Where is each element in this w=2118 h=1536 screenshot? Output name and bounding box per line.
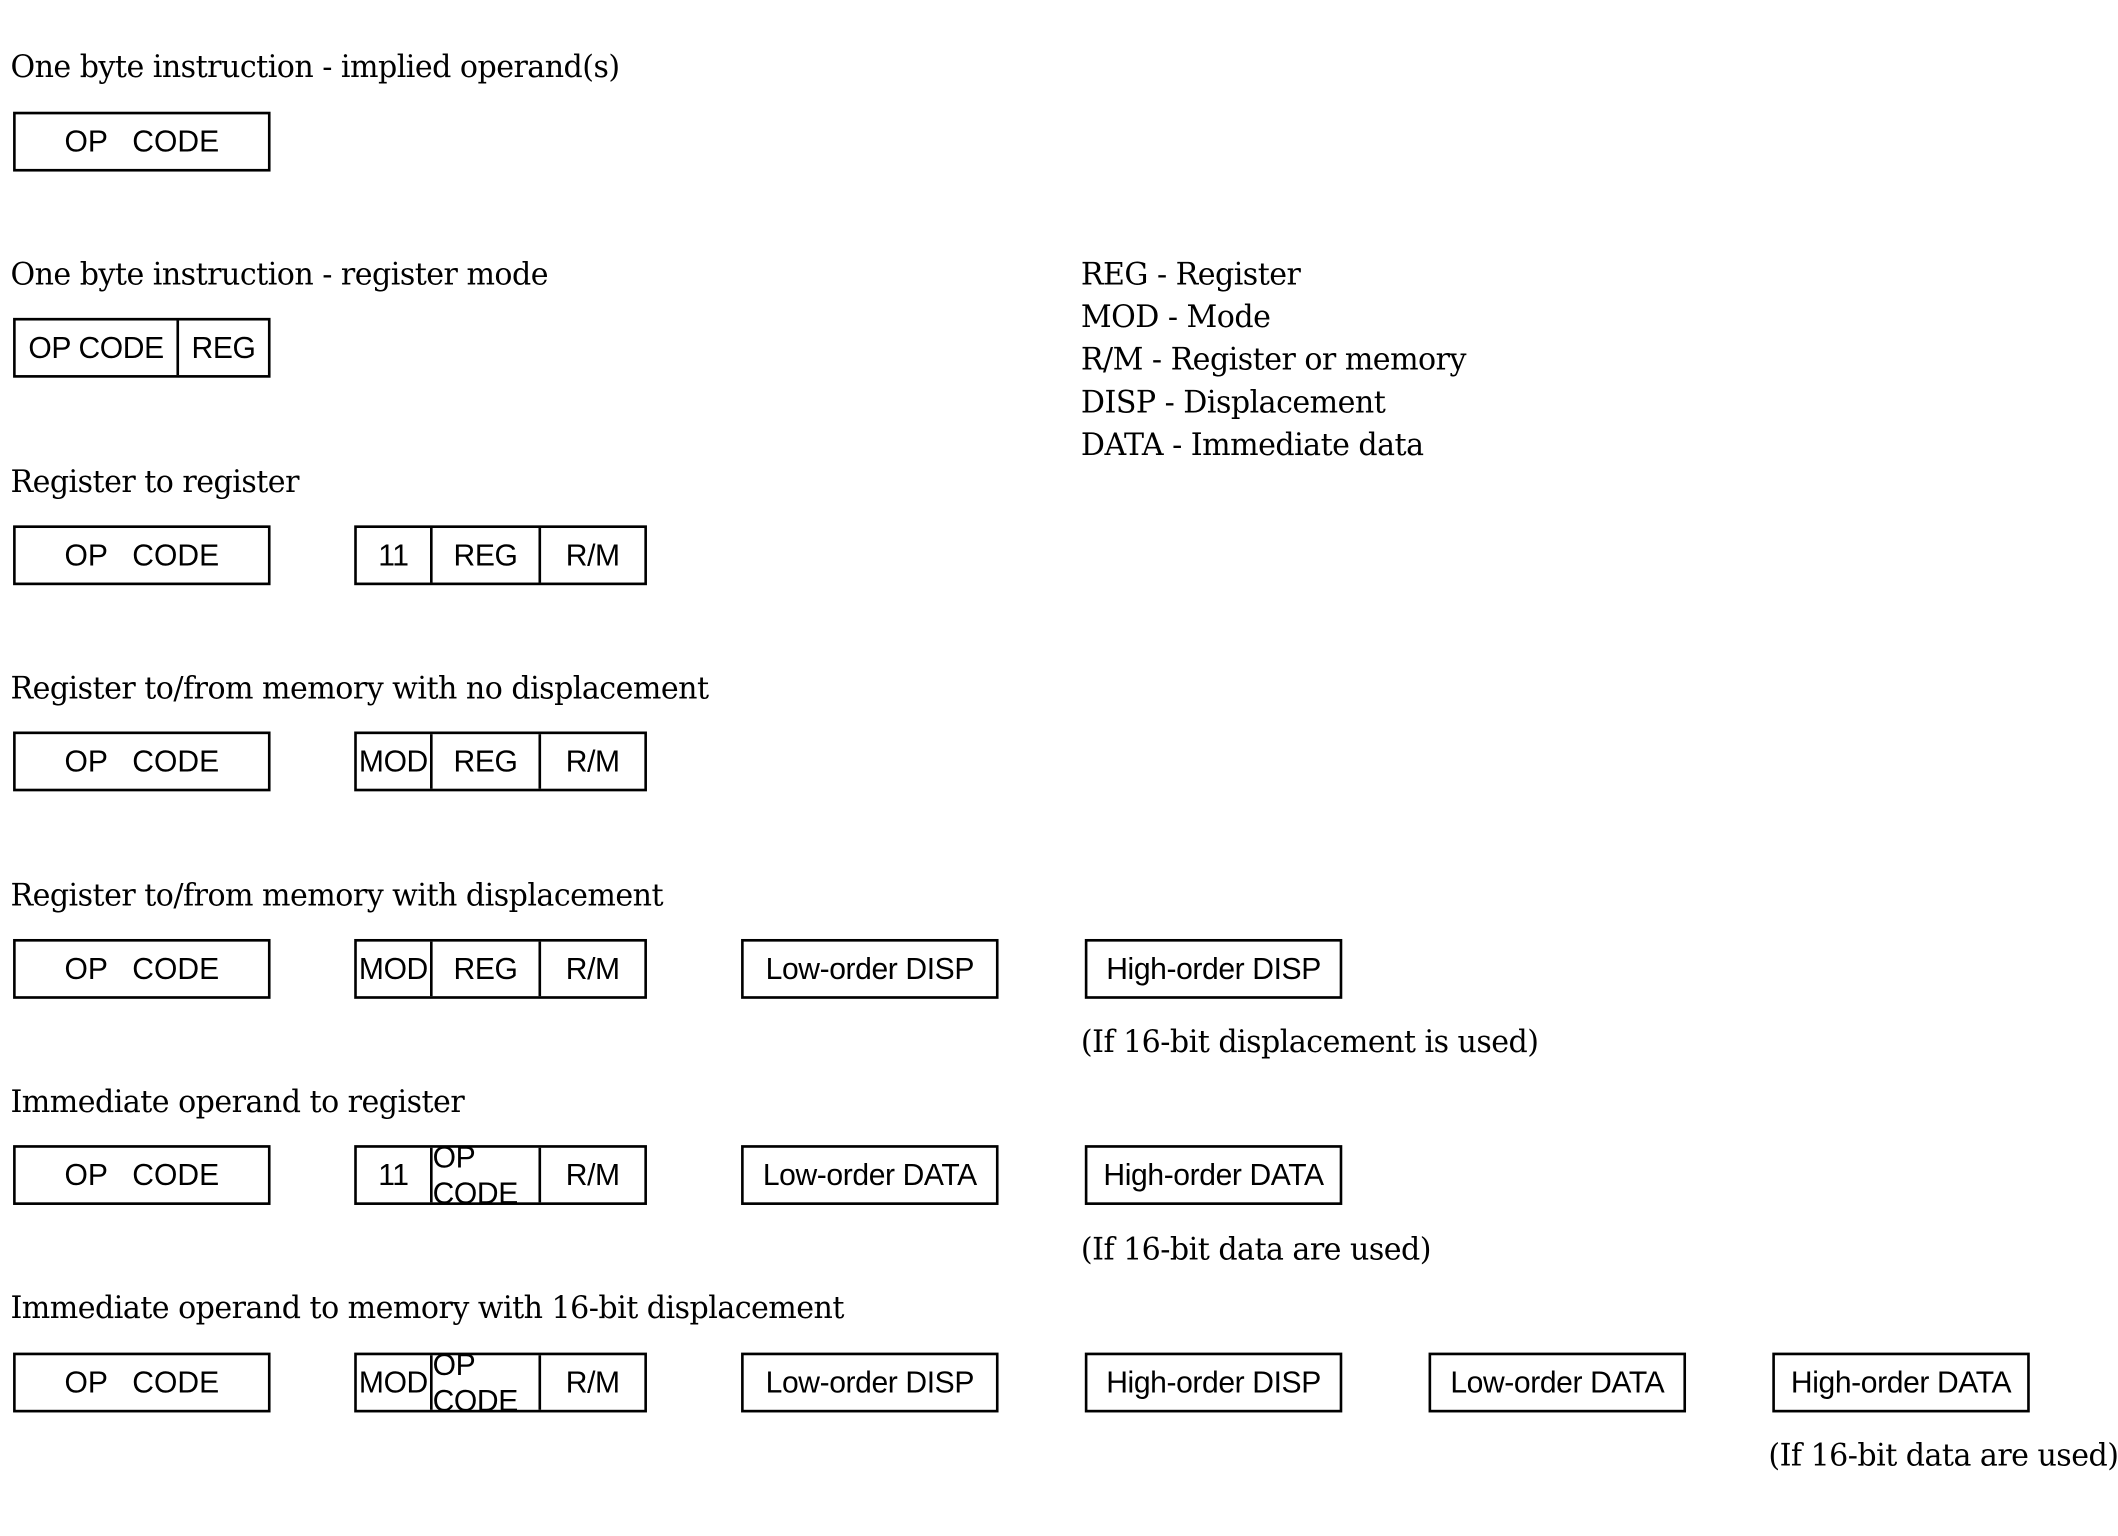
opcode-label-op: OP <box>64 123 108 159</box>
modrm-byte: 11 REG R/M <box>354 525 647 586</box>
opcode-label-op: OP <box>64 950 108 986</box>
opcode-label-code: CODE <box>132 537 220 572</box>
opcode-label-code: CODE <box>132 743 220 779</box>
opcode-label-code: CODE <box>132 123 220 159</box>
footnote: (If 16-bit data are used) <box>1080 1232 1432 1268</box>
opcode-byte: OP CODE <box>13 1145 271 1205</box>
opcode-label-op: OP <box>64 743 108 779</box>
section-title: Register to register <box>10 465 299 501</box>
mod-field: 11 <box>378 1157 409 1192</box>
modrm-byte: MOD OP CODE R/M <box>354 1347 647 1417</box>
opcode-byte: OP CODE <box>13 111 271 172</box>
section-title: Register to/from memory with displacemen… <box>10 879 664 914</box>
high-order-disp-byte: High-order DISP <box>1084 1352 1343 1413</box>
opcode-label-code: CODE <box>132 1364 220 1400</box>
mod-field: MOD <box>358 1364 428 1400</box>
section-title: Immediate operand to register <box>10 1085 465 1120</box>
opcode-byte: OP CODE <box>13 731 271 792</box>
opcode-label-op: OP <box>64 1157 108 1192</box>
opcode-field: OP CODE <box>28 329 164 365</box>
opcode-label-code: CODE <box>132 1157 220 1192</box>
opcode-label-op: OP <box>64 1364 108 1400</box>
mod-field: MOD <box>358 743 428 779</box>
footnote: (If 16-bit displacement is used) <box>1080 1025 1539 1061</box>
opcode-byte: OP CODE <box>13 525 271 586</box>
opcode-label-code: CODE <box>132 950 220 986</box>
low-order-data-byte: Low-order DATA <box>741 1145 999 1205</box>
low-order-data-byte: Low-order DATA <box>1428 1352 1687 1413</box>
reg-field: REG <box>430 528 538 583</box>
low-order-disp-byte: Low-order DISP <box>741 938 999 999</box>
rm-field: R/M <box>538 734 644 789</box>
legend-data: DATA - Immediate data <box>1080 428 1424 463</box>
mod-field: 11 <box>378 537 409 572</box>
legend-rm: R/M - Register or memory <box>1080 343 1467 378</box>
high-order-data-byte: High-order DATA <box>1772 1352 2030 1413</box>
rm-field: R/M <box>538 941 644 997</box>
rm-field: R/M <box>538 528 644 583</box>
modrm-byte: MOD REG R/M <box>354 938 647 999</box>
high-order-data-byte: High-order DATA <box>1084 1145 1343 1205</box>
rm-field: R/M <box>538 1355 644 1410</box>
rm-field: R/M <box>538 1147 644 1203</box>
opcode-reg-byte: OP CODE REG <box>13 317 271 378</box>
section-title: Immediate operand to memory with 16-bit … <box>10 1291 844 1327</box>
modrm-byte: MOD REG R/M <box>354 731 647 792</box>
section-title: One byte instruction - implied operand(s… <box>10 50 620 86</box>
legend-disp: DISP - Displacement <box>1080 385 1386 421</box>
opcode-ext-field: OP CODE <box>430 1347 538 1417</box>
modrm-byte: 11 OP CODE R/M <box>354 1139 647 1210</box>
legend-mod: MOD - Mode <box>1080 300 1271 336</box>
low-order-disp-byte: Low-order DISP <box>741 1352 999 1413</box>
high-order-disp-byte: High-order DISP <box>1084 938 1343 999</box>
opcode-byte: OP CODE <box>13 938 271 999</box>
legend-reg: REG - Register <box>1080 258 1301 293</box>
reg-field: REG <box>176 320 267 376</box>
section-title: Register to/from memory with no displace… <box>10 671 709 707</box>
opcode-byte: OP CODE <box>13 1352 271 1413</box>
opcode-ext-field: OP CODE <box>430 1139 538 1210</box>
section-title: One byte instruction - register mode <box>10 258 549 293</box>
mod-field: MOD <box>358 950 428 986</box>
reg-field: REG <box>430 734 538 789</box>
instruction-format-diagram: One byte instruction - implied operand(s… <box>10 50 2118 1472</box>
reg-field: REG <box>430 941 538 997</box>
opcode-label-op: OP <box>64 537 108 572</box>
footnote: (If 16-bit data are used) <box>1768 1439 2118 1474</box>
